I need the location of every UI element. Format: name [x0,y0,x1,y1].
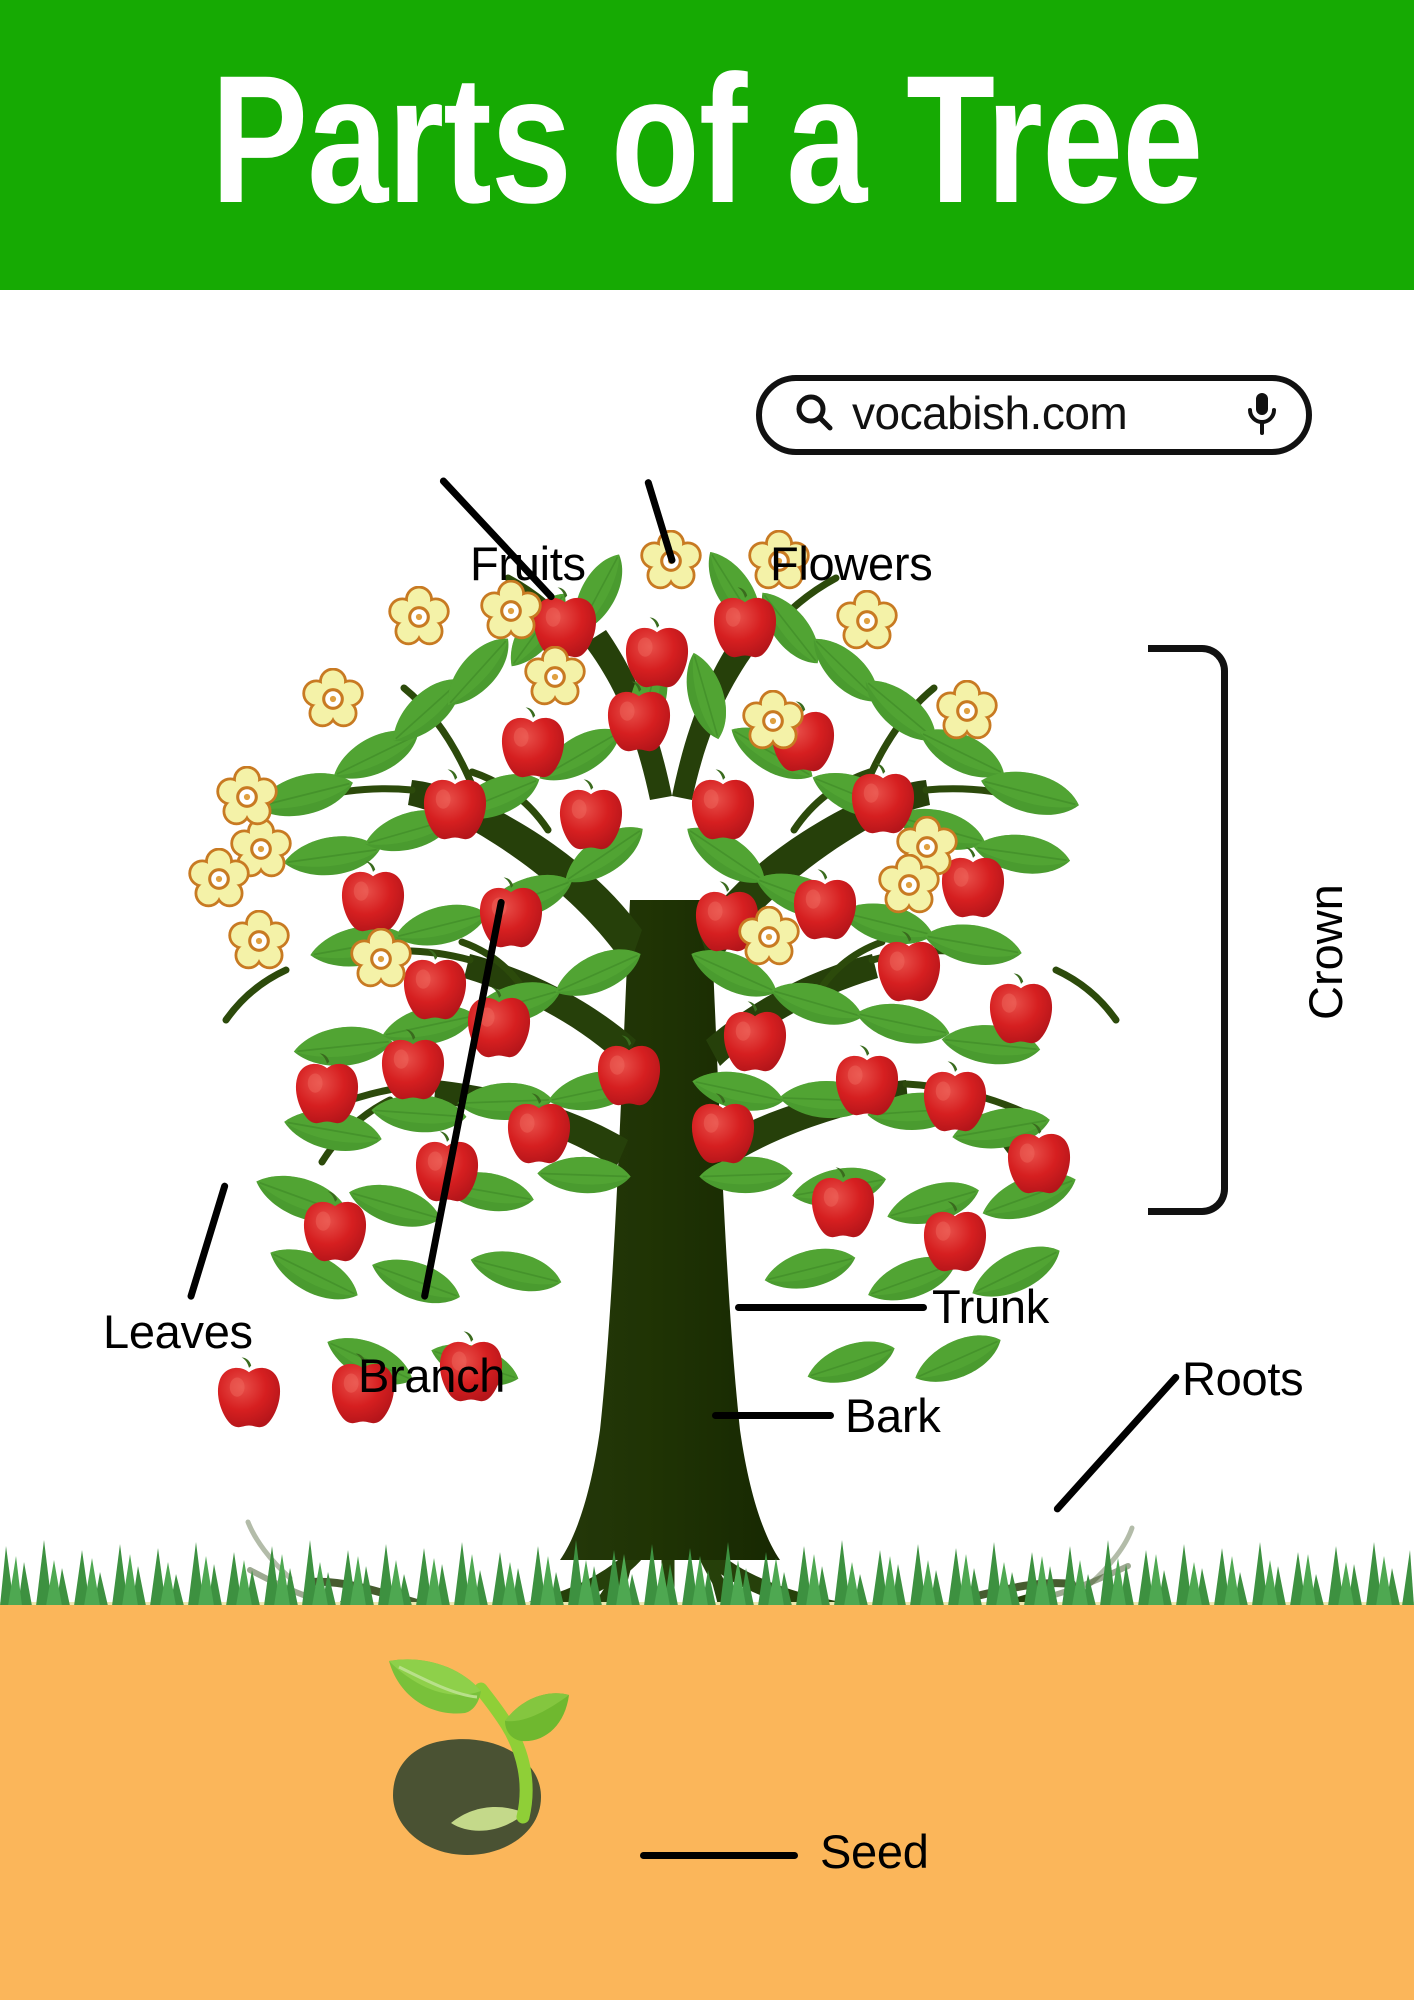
search-icon [792,391,836,440]
label-leaves: Leaves [103,1305,253,1358]
label-bark: Bark [845,1389,941,1442]
label-flowers: Flowers [770,537,933,590]
bark-leader-line [712,1412,834,1419]
label-branch: Branch [358,1349,506,1402]
label-fruits: Fruits [470,537,586,590]
grass-band [0,1528,1414,1608]
search-bar[interactable]: vocabish.com [756,375,1312,455]
label-crown: Crown [1299,884,1352,1020]
microphone-icon[interactable] [1244,389,1280,442]
page-title: Parts of a Tree [211,37,1203,241]
tree-trunk [560,900,780,1560]
tree-illustration [188,530,1135,1620]
grass-blades [0,1540,1414,1608]
label-roots: Roots [1182,1352,1304,1405]
crown-bracket [1148,645,1228,1215]
header-band: Parts of a Tree [0,0,1414,290]
seed-illustration [389,1659,569,1855]
label-seed: Seed [820,1825,929,1878]
search-input-value[interactable]: vocabish.com [852,387,1128,439]
seed-leader-line [640,1852,798,1859]
label-trunk: Trunk [932,1280,1049,1333]
soil-layer [0,1605,1414,2000]
trunk-leader-line [735,1304,927,1311]
